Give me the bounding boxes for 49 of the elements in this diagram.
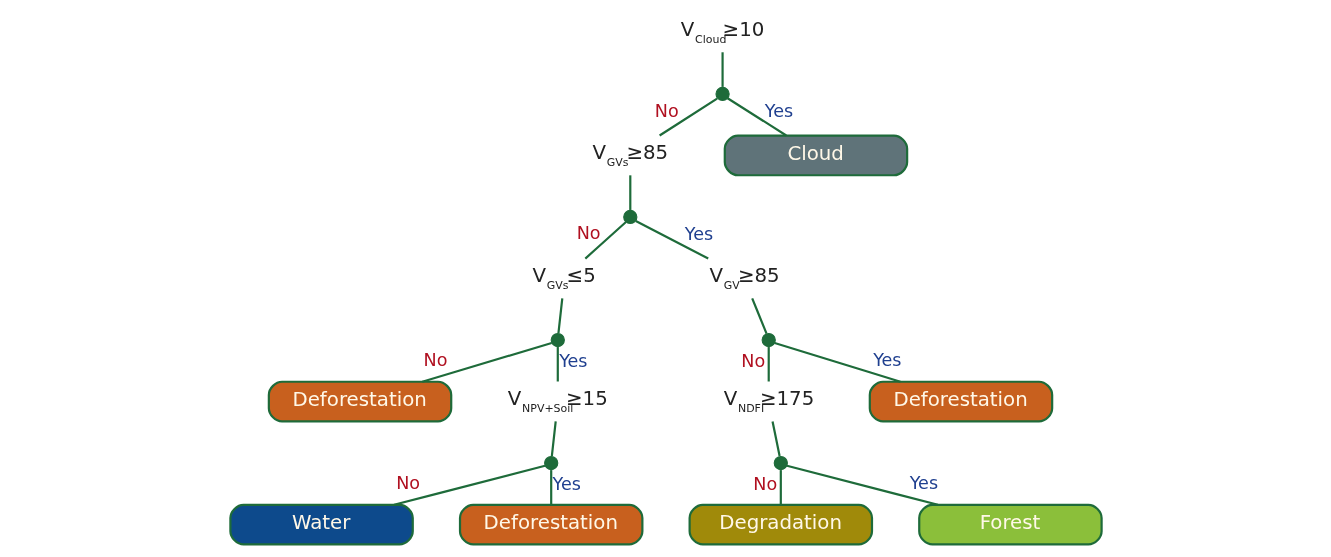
edge-label: Yes (684, 224, 713, 245)
edge-label: No (654, 100, 679, 121)
node-text: V$_{Cloud}$≥10 (680, 18, 764, 46)
edge-label: Yes (558, 351, 587, 372)
edge-label: Yes (552, 474, 581, 495)
node-box: Cloud (723, 134, 908, 177)
edge-label: Yes (909, 473, 938, 494)
connector (556, 347, 559, 382)
connector (750, 297, 768, 334)
node-circle (773, 455, 788, 471)
edge-label: Yes (872, 349, 902, 370)
connector (767, 347, 770, 382)
node-text: V$_{NPV+Soil}$≥15 (507, 387, 608, 415)
connector (726, 97, 787, 137)
connector (770, 421, 781, 457)
node-text: V$_{GVs}$≥85 (591, 141, 668, 169)
node-circle (550, 332, 565, 348)
edge-label: Yes (764, 100, 793, 121)
node-box: Water (228, 503, 414, 546)
connector (773, 341, 901, 383)
connector (628, 175, 631, 210)
connector (786, 464, 938, 506)
node-circle (714, 86, 730, 102)
connector (658, 97, 718, 137)
node-box: Degradation (688, 503, 873, 546)
connector (549, 470, 552, 505)
connector (556, 298, 563, 334)
edge-label: No (740, 351, 765, 372)
node-circle (622, 209, 637, 225)
connector (634, 219, 709, 260)
connector (584, 221, 627, 260)
connector (721, 52, 724, 87)
node-circle (761, 332, 776, 348)
node-circle (543, 455, 558, 471)
node-text: V$_{GV}$≥85 (708, 264, 780, 292)
node-text: V$_{GVs}$≤5 (532, 264, 596, 292)
connector (779, 470, 782, 505)
node-text: V$_{NDFI}$≥175 (723, 387, 814, 415)
connector (393, 464, 545, 506)
node-box: Deforestation (458, 503, 643, 546)
node-box: Deforestation (267, 380, 452, 423)
node-box: Forest (917, 503, 1103, 546)
edge-label: No (576, 222, 601, 243)
connector (550, 421, 557, 457)
edge-label: No (752, 474, 777, 495)
edge-label: No (423, 349, 448, 370)
node-box: Deforestation (868, 380, 1053, 423)
edge-label: No (395, 473, 420, 494)
connector (421, 341, 552, 383)
